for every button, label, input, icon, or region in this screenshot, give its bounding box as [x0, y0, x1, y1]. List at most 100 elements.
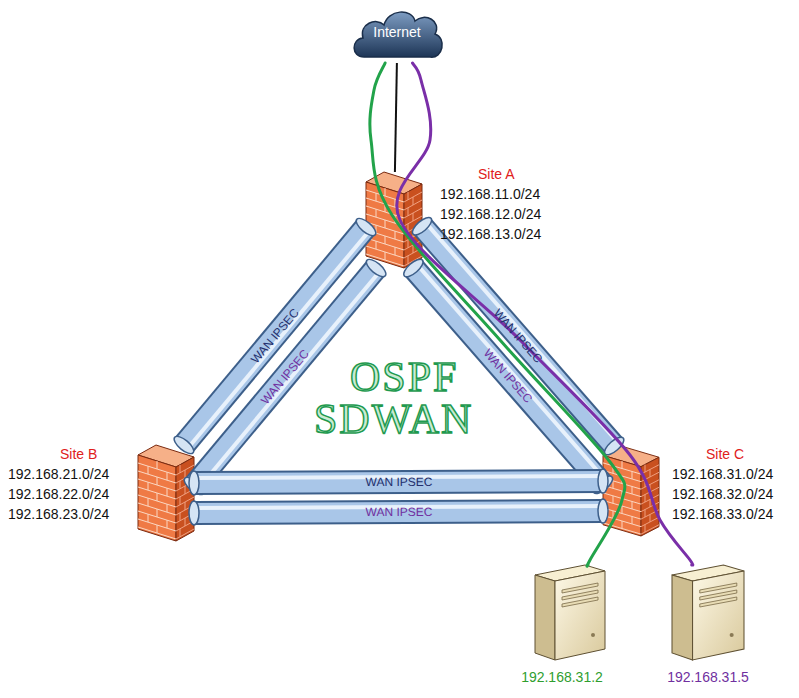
ip-label: 192.168.31.2: [521, 669, 603, 686]
ipsec-tube: [182, 256, 389, 497]
brick-joint: [180, 481, 181, 489]
brick-line: [641, 525, 659, 534]
route-line: [397, 63, 693, 565]
brick-joint: [385, 220, 386, 228]
brick-joint: [157, 509, 158, 517]
subnet-label: 192.168.23.0/24: [8, 506, 109, 523]
brick-joint: [185, 486, 186, 494]
brick-joint: [167, 504, 168, 512]
brick-joint: [148, 514, 149, 522]
brick-joint: [645, 525, 646, 533]
brick-joint: [622, 521, 623, 529]
brick-joint: [395, 247, 396, 255]
site-heading: Site B: [60, 446, 97, 463]
ipsec-tube: [171, 215, 378, 456]
power-button: [591, 633, 595, 637]
server-front: [555, 571, 605, 660]
tube-end: [598, 499, 608, 523]
subnet-label: 192.168.22.0/24: [8, 486, 109, 503]
brick-joint: [167, 520, 168, 528]
tunnel-label: WAN IPSEC: [365, 475, 432, 489]
brick-joint: [376, 193, 377, 201]
tube-body: [422, 226, 614, 446]
tube-end: [410, 215, 435, 238]
brick-joint: [413, 213, 414, 221]
drive-bay: [700, 597, 737, 607]
subnet-label: 192.168.31.0/24: [672, 466, 773, 483]
brick-joint: [180, 529, 181, 537]
tube-highlight: [198, 271, 380, 489]
brick-joint: [613, 496, 614, 504]
site-heading: Site C: [706, 446, 744, 463]
subnet-label: 192.168.33.0/24: [672, 506, 773, 523]
subnet-label: 192.168.12.0/24: [440, 206, 541, 223]
brick-joint: [148, 482, 149, 490]
brick-joint: [157, 525, 158, 533]
ip-label: 192.168.31.5: [667, 669, 749, 686]
subnet-label: 192.168.13.0/24: [440, 226, 541, 243]
tube-end: [598, 469, 608, 493]
route-layer: [370, 63, 693, 566]
traffic-route: [370, 63, 625, 566]
brick-joint: [645, 495, 646, 503]
tube-outline: [422, 226, 614, 446]
drive-bay: [562, 597, 598, 607]
firewall-site-art: [138, 445, 194, 541]
brick-joint: [157, 493, 158, 501]
brick-joint: [376, 241, 377, 249]
brick-joint: [632, 471, 633, 479]
brick-joint: [413, 245, 414, 253]
server-box-art: [535, 565, 605, 660]
subnet-label: 192.168.21.0/24: [8, 466, 109, 483]
brick-joint: [157, 461, 158, 469]
tube-outline: [194, 268, 376, 486]
brick-joint: [180, 497, 181, 505]
subnet-label: 192.168.11.0/24: [440, 186, 540, 203]
tube-body: [413, 268, 603, 485]
firewall-side: [176, 457, 194, 541]
brick-joint: [645, 465, 646, 473]
tube-end: [171, 433, 196, 456]
brick-joint: [632, 516, 633, 524]
brick-joint: [157, 477, 158, 485]
brick-joint: [408, 240, 409, 248]
brick-joint: [408, 192, 409, 200]
tube-end: [189, 501, 199, 525]
ipsec-tube: [189, 469, 608, 495]
brick-joint: [385, 188, 386, 196]
brick-joint: [650, 499, 651, 507]
brick-joint: [385, 252, 386, 260]
tube-highlight: [188, 230, 370, 448]
brick-joint: [180, 465, 181, 473]
brick-joint: [650, 469, 651, 477]
server-front: [693, 571, 744, 660]
brick-joint: [167, 472, 168, 480]
server-box-art: [672, 565, 744, 660]
tube-body: [184, 227, 366, 445]
brick-joint: [632, 486, 633, 494]
brick-joint: [148, 498, 149, 506]
internet-cloud: Internet: [350, 3, 445, 63]
brick-line: [176, 529, 194, 539]
firewall-site: Site B192.168.21.0/24192.168.22.0/24192.…: [138, 445, 194, 541]
firewall-front: [138, 455, 176, 541]
server-box: 192.168.31.5: [672, 565, 744, 660]
brick-joint: [408, 208, 409, 216]
tunnel-label: WAN IPSEC: [365, 505, 432, 519]
ipsec-tube: [410, 215, 627, 458]
tube-layer: [171, 215, 626, 525]
tube-outline: [184, 227, 366, 445]
server-side: [672, 575, 693, 660]
traffic-route: [397, 63, 693, 565]
brick-joint: [408, 256, 409, 264]
brick-joint: [185, 470, 186, 478]
cloud-label: Internet: [373, 24, 420, 41]
power-button: [730, 633, 734, 637]
brick-joint: [395, 231, 396, 239]
uplink-stroke: [395, 63, 397, 172]
brick-joint: [185, 502, 186, 510]
brick-joint: [650, 514, 651, 522]
tube-highlight: [417, 265, 607, 482]
